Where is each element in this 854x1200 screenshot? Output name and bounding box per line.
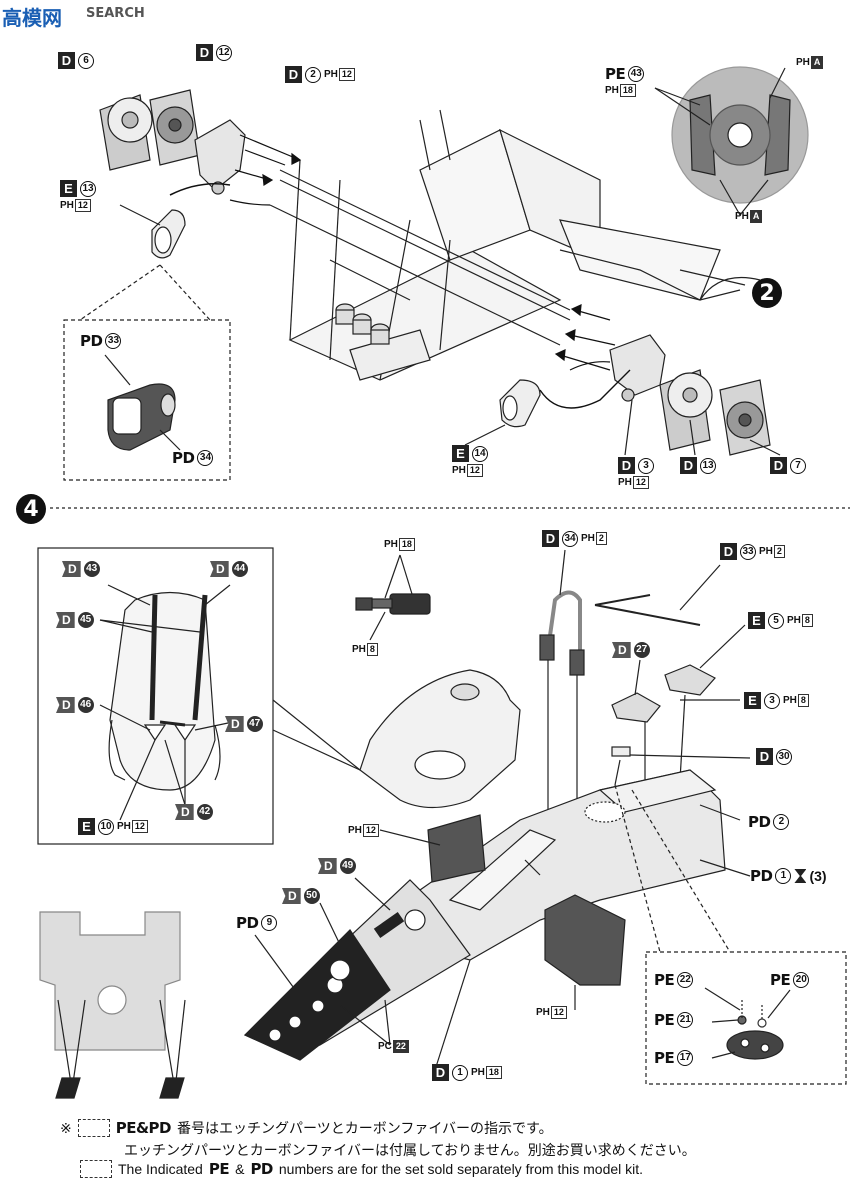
label-d27: D 27: [612, 642, 650, 658]
carbon-duct-pd33: [104, 354, 181, 451]
carbon-icon: [794, 869, 807, 883]
left-brake-assembly: [99, 89, 201, 171]
footer-line-1: ※ PE&PD 番号はエッチングパーツとカーボンファイバーの指示です。: [60, 1119, 553, 1137]
chassis-frame: [269, 109, 761, 381]
carbon-duct-inset: [63, 319, 231, 481]
watermark-brand: 高模网: [2, 6, 62, 30]
seat-shell: [359, 669, 521, 809]
pe-fuel-cap-inset: [645, 951, 847, 1085]
footer-line-3: The Indicated PE & PD numbers are for th…: [80, 1160, 643, 1178]
brake-duct-e13: [119, 204, 186, 259]
label-d6: D 6: [58, 52, 94, 69]
side-panel-left: [379, 814, 486, 883]
dashed-box-icon: [77, 1119, 110, 1137]
front-nose-panel: [243, 877, 471, 1071]
label-d44: D 44: [210, 561, 248, 577]
pe-fuel-cap-parts: [704, 987, 791, 1060]
label-pd1: PD 1 (3): [750, 866, 827, 885]
footer-line-2: エッチングパーツとカーボンファイバーは付属しておりません。別途お買い求めください…: [124, 1142, 696, 1158]
label-pd2: PD 2: [748, 814, 790, 830]
tool-part: [355, 554, 431, 641]
watermark-logo: 高模网 SEARCH: [0, 0, 180, 30]
monocoque-tub: [419, 769, 726, 961]
label-d30: D 30: [756, 748, 792, 765]
label-d49: D 49: [318, 858, 356, 874]
right-brake-assembly: [659, 369, 771, 456]
step-number-4: 4: [16, 494, 46, 524]
dashed-box-icon: [80, 1160, 112, 1178]
label-d12: D 12: [196, 44, 232, 61]
label-d47: D 47: [225, 716, 263, 732]
label-d7: D 7: [770, 457, 806, 474]
seatbelt-inset: [37, 547, 274, 845]
label-d43: D 43: [62, 561, 100, 577]
rods-d33: [594, 564, 721, 626]
oil-reservoirs: [335, 303, 390, 345]
label-d42: D 42: [175, 804, 213, 820]
assembly-arrows-right: [539, 304, 631, 409]
floor-panel: [39, 911, 186, 1099]
label-d46: D 46: [56, 697, 94, 713]
step-number-2: 2: [752, 278, 782, 308]
brake-duct-e14: [499, 379, 541, 428]
label-d13: D 13: [680, 457, 716, 474]
label-d50: D 50: [282, 888, 320, 904]
side-panel-right: [544, 894, 626, 1010]
seat-with-belts: [99, 584, 231, 821]
roll-hoop-d34: [539, 549, 585, 850]
watermark-sub: SEARCH: [86, 6, 145, 21]
mirror-blocks: [611, 624, 746, 785]
label-pd33: PD 33: [80, 333, 122, 349]
label-pe20: PE 20: [770, 972, 810, 988]
label-pe21: PE 21: [654, 1012, 694, 1028]
pe43-brake-detail: [654, 66, 809, 216]
label-pd34: PD 34: [172, 450, 214, 466]
label-pd9: PD 9: [236, 915, 278, 931]
leader-lines-top: [464, 269, 781, 456]
label-d45: D 45: [56, 612, 94, 628]
assembly-arrows-left: [169, 134, 302, 206]
label-pe17: PE 17: [654, 1050, 694, 1066]
fuel-cap-d30: [611, 746, 751, 786]
label-pe22: PE 22: [654, 972, 694, 988]
left-upright: [194, 119, 246, 195]
right-upright: [609, 334, 666, 402]
